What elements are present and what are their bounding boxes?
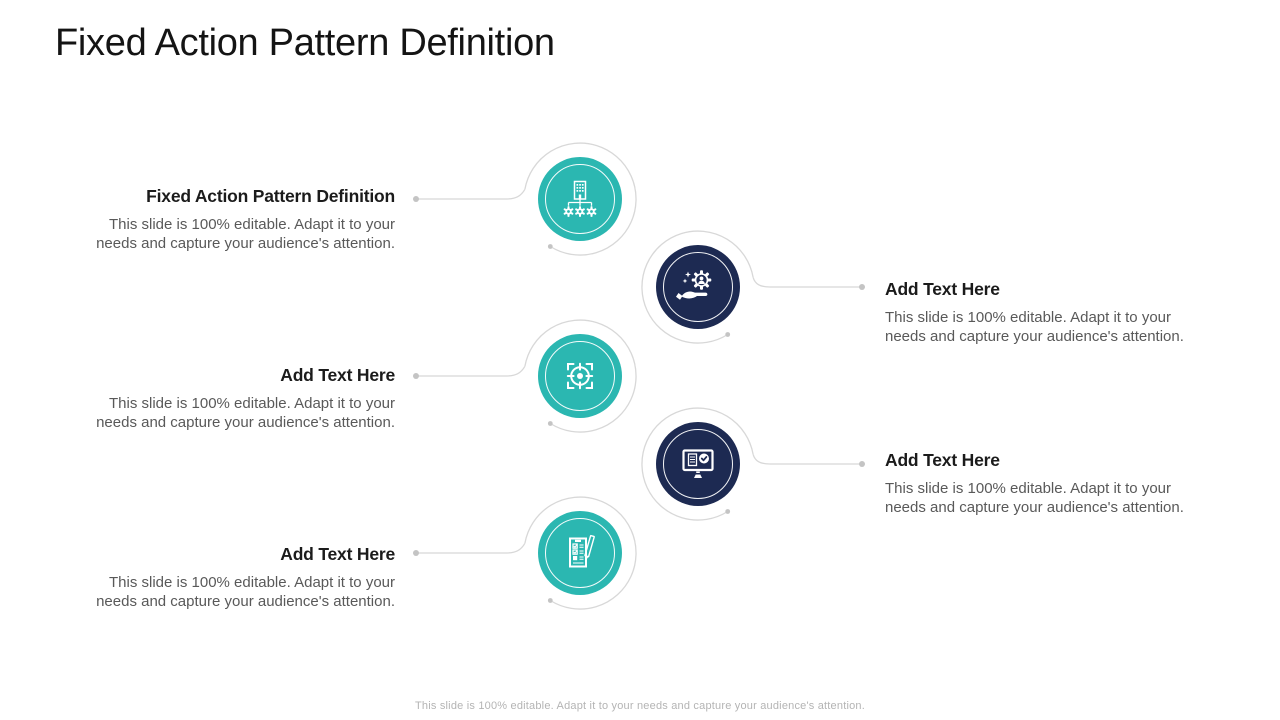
milestone-circle-2	[656, 245, 740, 329]
item-body: This slide is 100% editable. Adapt it to…	[96, 216, 395, 253]
item-body: This slide is 100% editable. Adapt it to…	[96, 395, 395, 432]
item-heading: Fixed Action Pattern Definition	[146, 186, 395, 206]
text-block-4: Add Text Here This slide is 100% editabl…	[885, 450, 1207, 518]
inner-ring	[663, 252, 733, 322]
text-block-2: Add Text Here This slide is 100% editabl…	[885, 279, 1207, 347]
inner-ring	[545, 164, 615, 234]
item-heading: Add Text Here	[885, 450, 1000, 470]
item-heading: Add Text Here	[280, 544, 395, 564]
inner-ring	[663, 429, 733, 499]
inner-ring	[545, 518, 615, 588]
item-body: This slide is 100% editable. Adapt it to…	[885, 309, 1184, 346]
milestone-circle-1	[538, 157, 622, 241]
inner-ring	[545, 341, 615, 411]
text-block-1: Fixed Action Pattern Definition This sli…	[73, 186, 395, 254]
text-block-5: Add Text Here This slide is 100% editabl…	[73, 544, 395, 612]
text-block-3: Add Text Here This slide is 100% editabl…	[73, 365, 395, 433]
item-heading: Add Text Here	[885, 279, 1000, 299]
milestone-circle-3	[538, 334, 622, 418]
milestone-circle-4	[656, 422, 740, 506]
page-title: Fixed Action Pattern Definition	[55, 22, 555, 64]
item-body: This slide is 100% editable. Adapt it to…	[885, 480, 1184, 517]
item-heading: Add Text Here	[280, 365, 395, 385]
slide-footer-note: This slide is 100% editable. Adapt it to…	[415, 700, 865, 712]
item-body: This slide is 100% editable. Adapt it to…	[96, 574, 395, 611]
milestone-circle-5	[538, 511, 622, 595]
